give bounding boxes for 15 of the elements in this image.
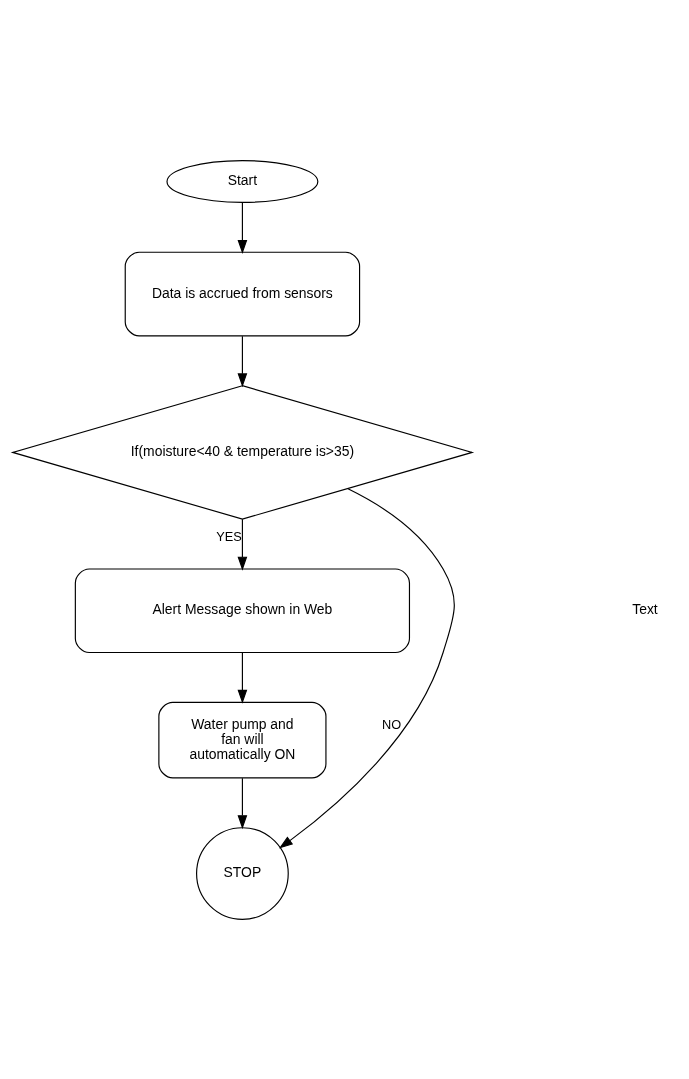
edge-label: YES <box>216 528 242 544</box>
arrow <box>237 201 248 254</box>
edge-label: NO <box>382 716 402 732</box>
node-box: Alert Message shown in Web <box>74 567 411 653</box>
arrow <box>278 487 455 849</box>
arrow <box>237 777 248 829</box>
node-box: Water pump and fan will automatically ON <box>158 701 327 778</box>
arrow <box>237 651 248 704</box>
node-circle: STOP <box>196 826 289 920</box>
node-box: Data is accrued from sensors <box>124 251 361 336</box>
arrow <box>237 335 248 387</box>
arrow <box>237 518 248 571</box>
node-ellipse: Start <box>166 159 319 203</box>
label: Text <box>632 600 658 617</box>
node-diamond: If(moisture<40 & temperature is>35) <box>10 384 475 520</box>
